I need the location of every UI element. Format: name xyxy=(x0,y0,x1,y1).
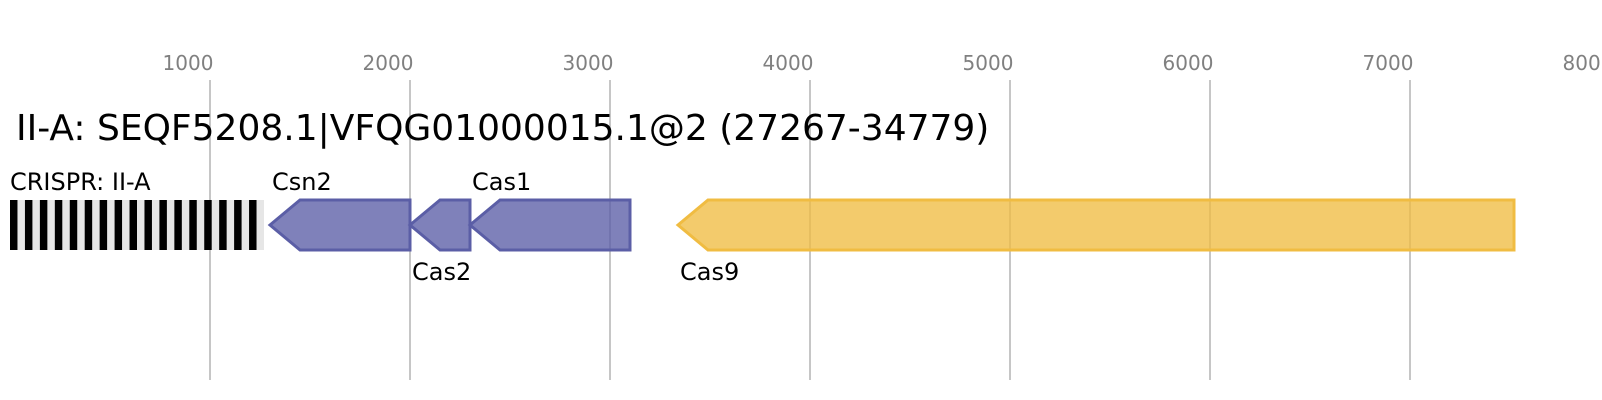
gene-arrow-cas2 xyxy=(407,198,472,252)
diagram-title: II-A: SEQF5208.1|VFQG01000015.1@2 (27267… xyxy=(16,108,989,149)
tick-label-2000: 2000 xyxy=(363,51,414,75)
crispr-repeat xyxy=(84,200,93,250)
gene-arrow-csn2 xyxy=(267,198,412,252)
tick-label-6000: 6000 xyxy=(1163,51,1214,75)
crispr-repeat xyxy=(10,200,18,250)
tick-label-5000: 5000 xyxy=(963,51,1014,75)
tick-label-4000: 4000 xyxy=(763,51,814,75)
crispr-repeat xyxy=(174,200,182,250)
crispr-array xyxy=(10,200,264,250)
crispr-repeat xyxy=(99,200,108,250)
tick-label-7000: 7000 xyxy=(1363,51,1414,75)
crispr-repeat xyxy=(144,200,152,250)
gene-arrow-cas1 xyxy=(467,198,632,252)
crispr-array-label: CRISPR: II-A xyxy=(10,168,151,196)
gene-arrow-cas9 xyxy=(675,198,1516,252)
tick-label-1000: 1000 xyxy=(163,51,214,75)
crispr-repeat xyxy=(159,200,167,250)
crispr-repeat xyxy=(54,200,63,250)
gene-label-cas2: Cas2 xyxy=(412,258,471,286)
crispr-repeat xyxy=(249,200,257,250)
crispr-repeat xyxy=(189,200,197,250)
crispr-repeat xyxy=(114,200,123,250)
crispr-repeat xyxy=(129,200,137,250)
gene-label-csn2: Csn2 xyxy=(272,168,332,196)
crispr-repeat xyxy=(39,200,48,250)
crispr-repeat xyxy=(69,200,78,250)
tick-label-3000: 3000 xyxy=(563,51,614,75)
gene-label-cas1: Cas1 xyxy=(472,168,531,196)
tick-label-8000: 8000 xyxy=(1563,51,1602,75)
crispr-repeat xyxy=(219,200,227,250)
crispr-repeat xyxy=(24,200,33,250)
crispr-repeat xyxy=(204,200,212,250)
gene-label-cas9: Cas9 xyxy=(680,258,739,286)
crispr-repeat xyxy=(234,200,242,250)
